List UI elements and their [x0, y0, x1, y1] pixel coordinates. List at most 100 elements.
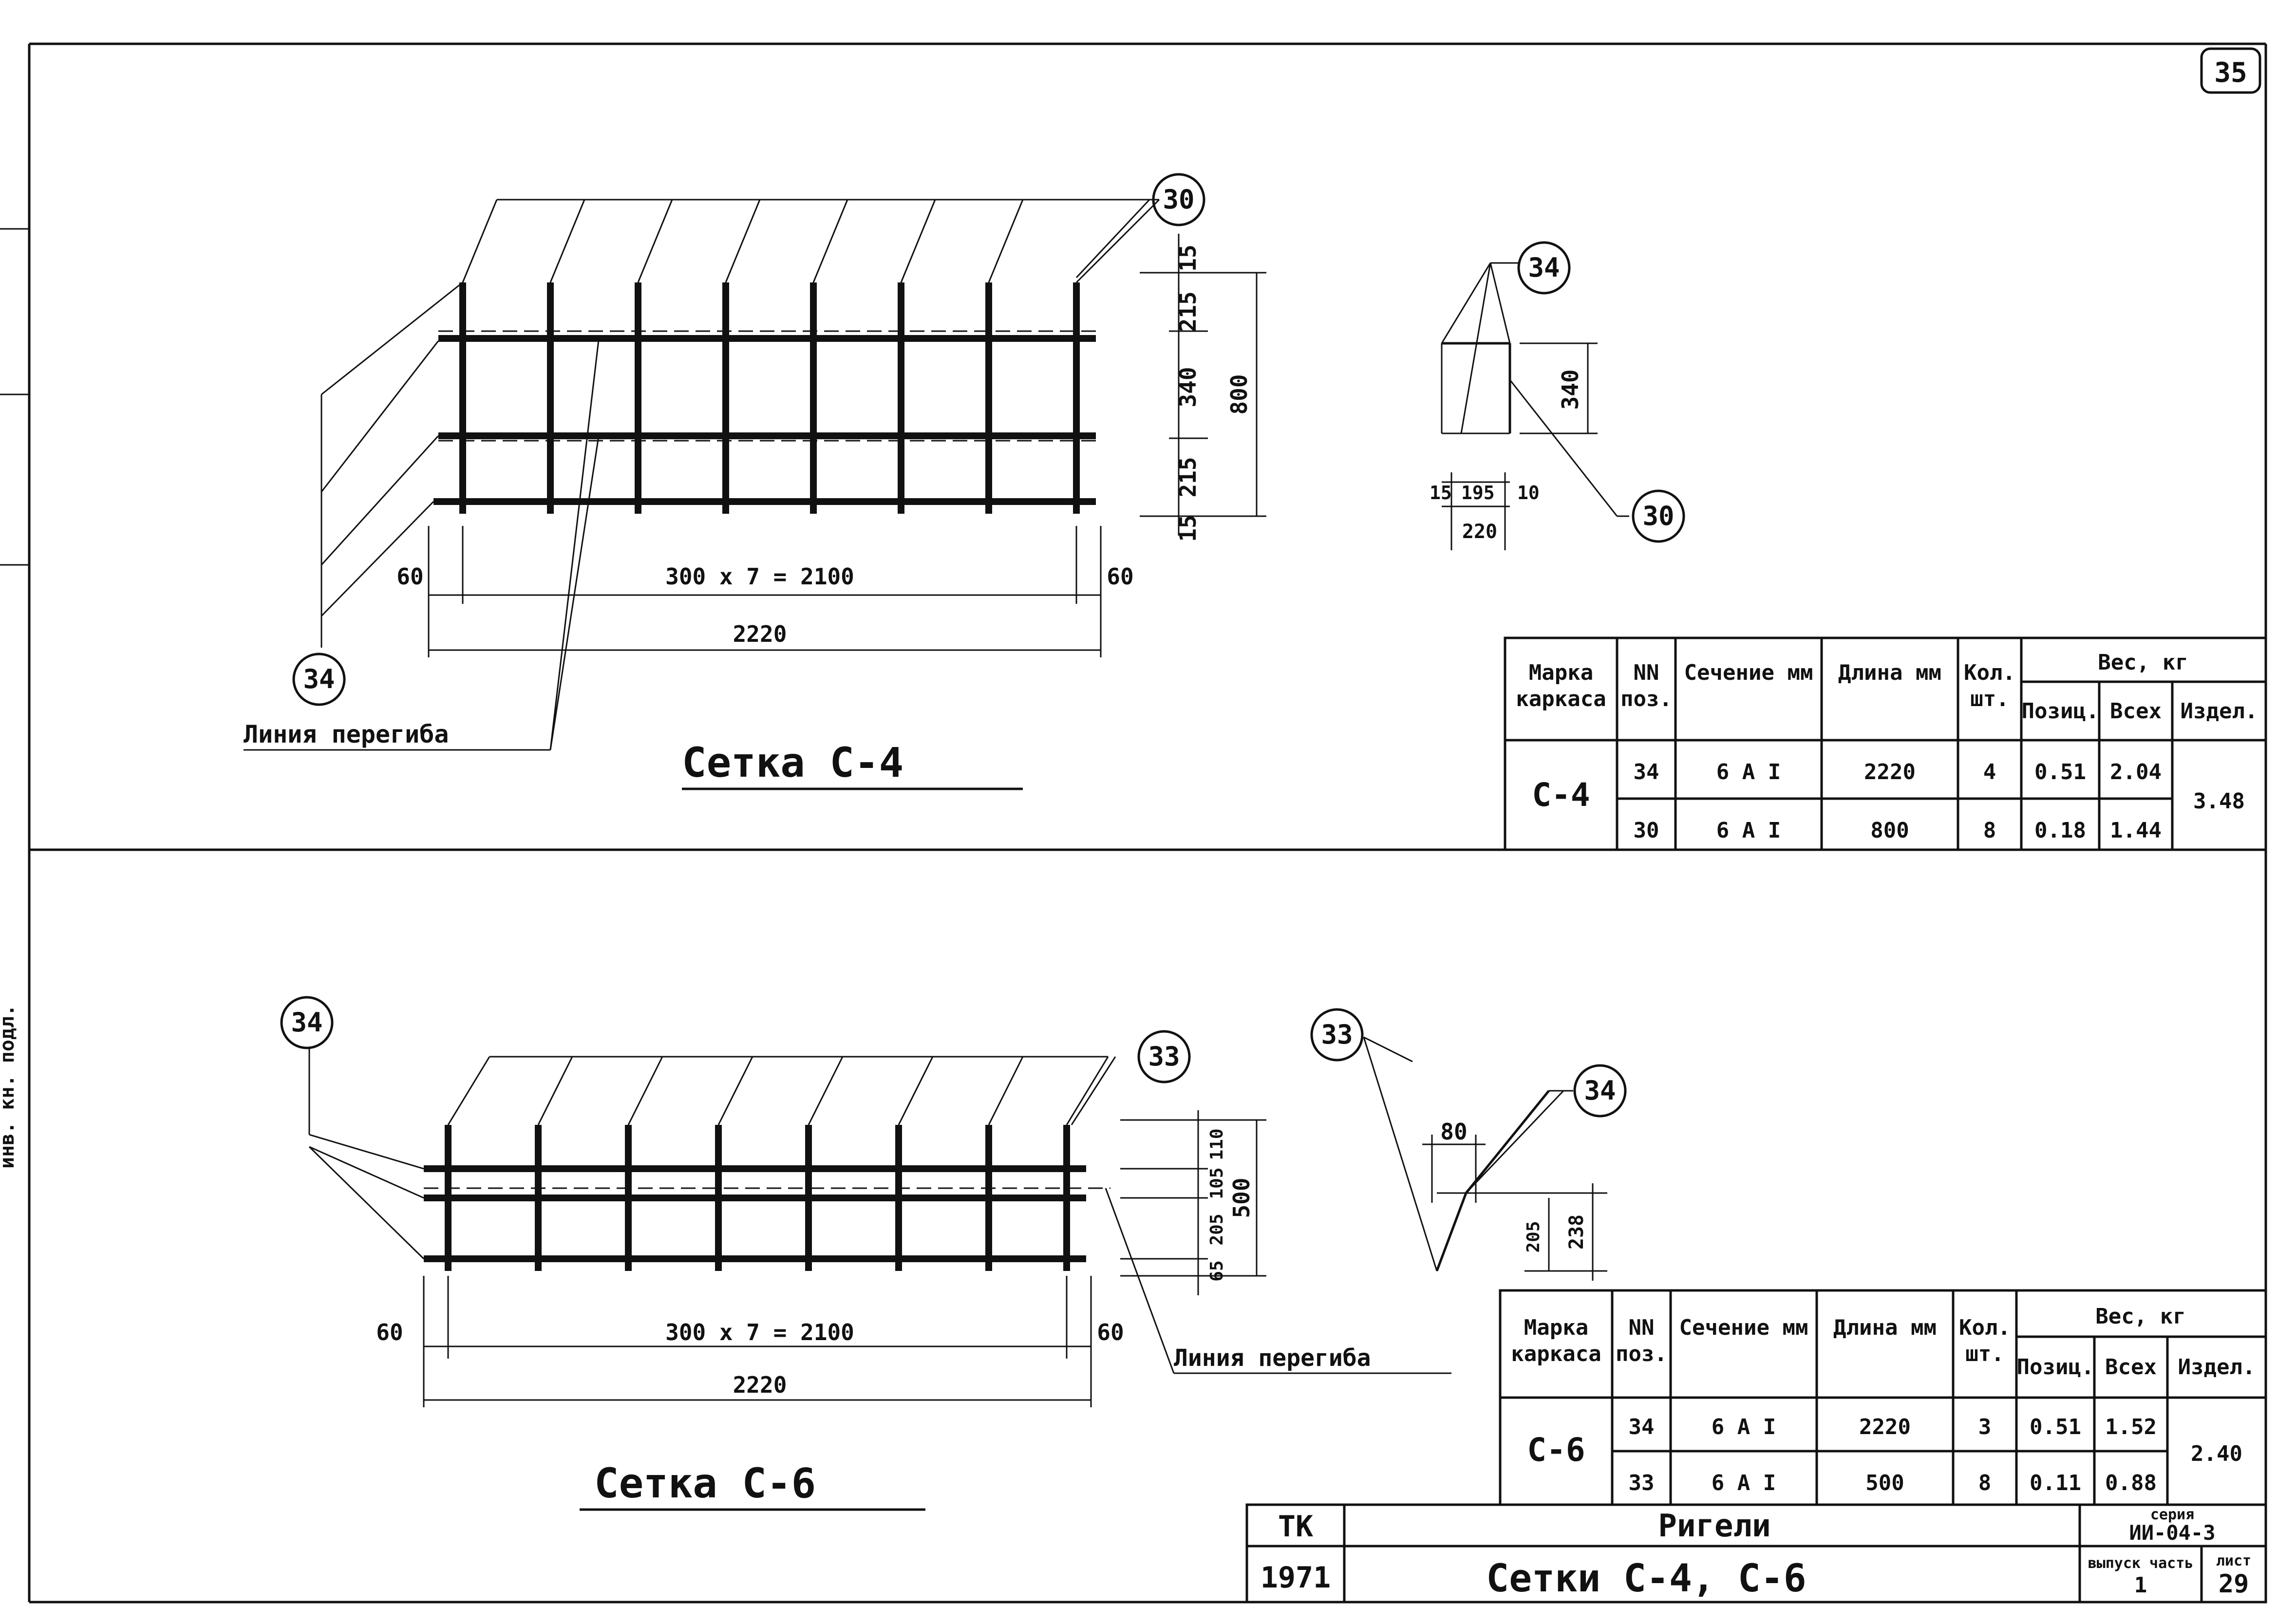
dim-sec-width: 220	[1462, 521, 1497, 543]
c4-row1-wall: 2.04	[2110, 760, 2162, 784]
c6-dim-sec-v: 205	[1524, 1221, 1543, 1252]
c6-dim-spacing: 300 х 7 = 2100	[665, 1319, 854, 1345]
callout-c6-34: 34	[280, 996, 334, 1049]
tb-series: ИИ-04-3	[2129, 1521, 2215, 1545]
c4-row2-wpos: 0.18	[2034, 818, 2086, 843]
c4-row2-wall: 1.44	[2110, 818, 2162, 843]
c4-title: Сетка С-4	[682, 739, 903, 786]
callout-c6-section-34: 34	[1584, 1075, 1616, 1106]
c6-dim-total-length: 2220	[733, 1372, 787, 1398]
c6-row2-qty: 8	[1978, 1471, 1992, 1495]
th-pos: NN поз.	[1620, 660, 1672, 711]
callout-c4-30: 30	[1152, 173, 1205, 226]
callout-c6-33: 33	[1137, 1030, 1191, 1083]
th-w-all: Всех	[2110, 699, 2162, 724]
tb-drawing-title: Сетки С-4, С-6	[1486, 1557, 1806, 1601]
title-block	[1245, 1503, 2267, 1604]
dim-v-bottom: 15	[1175, 515, 1201, 541]
c4-row2-qty: 8	[1983, 818, 1996, 843]
c6-row1-wall: 1.52	[2105, 1415, 2157, 1439]
th6-qty: Кол. шт.	[1959, 1315, 2011, 1366]
c6-row1-section: 6 А I	[1712, 1415, 1776, 1439]
table-c6-grid	[1499, 1289, 2267, 1506]
c4-row1-pos: 34	[1634, 760, 1659, 784]
th-section: Сечение мм	[1684, 660, 1813, 685]
c6-row2-length: 500	[1865, 1471, 1904, 1495]
callout-c4-section-34: 34	[1528, 252, 1560, 283]
c6-dim-v-c: 205	[1207, 1213, 1227, 1245]
c4-w-item: 3.48	[2193, 789, 2245, 814]
th-length: Длина мм	[1838, 660, 1941, 685]
c6-dim-v-bottom: 65	[1207, 1260, 1227, 1281]
dim-v-top: 15	[1175, 244, 1201, 271]
th6-weight: Вес, кг	[2095, 1304, 2185, 1329]
mesh-c6-drawing	[308, 1047, 1451, 1407]
callout-c6-section-33: 33	[1321, 1019, 1353, 1050]
svg-text:33: 33	[1148, 1041, 1180, 1072]
th6-section: Сечение мм	[1679, 1315, 1808, 1340]
c6-dim-right-offset: 60	[1097, 1319, 1124, 1345]
tb-issue-label: выпуск часть	[2088, 1555, 2194, 1572]
table-c4-headers: Марка каркаса NN поз. Сечение мм Длина м…	[1516, 660, 2015, 711]
c6-row1-pos: 34	[1629, 1415, 1655, 1439]
c6-row1-wpos: 0.51	[2030, 1415, 2081, 1439]
c4-row1-section: 6 А I	[1716, 760, 1781, 784]
c4-section-view	[1441, 241, 1685, 550]
c6-row1-qty: 3	[1978, 1415, 1992, 1439]
c4-row2-pos: 30	[1634, 818, 1659, 843]
c6-row2-wall: 0.88	[2105, 1471, 2157, 1495]
side-caption: инв. кн. подл.	[0, 1005, 19, 1169]
sheet-number-badge: 35	[2200, 47, 2261, 94]
dim-v-total: 800	[1226, 374, 1252, 414]
dim-sec-w2: 195	[1461, 482, 1495, 504]
tb-year: 1971	[1261, 1561, 1331, 1595]
th6-w-item: Издел.	[2178, 1355, 2256, 1380]
table-c4-grid	[1504, 636, 2267, 851]
tb-issue: 1	[2134, 1573, 2147, 1598]
table-c6-headers: Марка каркаса NN поз. Сечение мм Длина м…	[1511, 1315, 2011, 1366]
th6-mark: Марка каркаса	[1511, 1315, 1601, 1366]
sheet-number: 35	[2214, 57, 2247, 89]
dim-v-b: 215	[1175, 457, 1201, 497]
callout-c4-section-30: 30	[1642, 501, 1674, 531]
th-w-item: Издел.	[2181, 699, 2258, 724]
c6-bend-line-label: Линия перегиба	[1174, 1344, 1371, 1372]
th6-w-all: Всех	[2105, 1355, 2157, 1380]
callout-c4-34: 34	[292, 653, 346, 706]
dim-sec-w3: 10	[1517, 482, 1540, 504]
c6-dim-left-offset: 60	[376, 1319, 403, 1345]
c6-row2-pos: 33	[1629, 1471, 1655, 1495]
c6-w-item: 2.40	[2191, 1441, 2242, 1466]
mesh-c4-drawing	[244, 199, 1266, 751]
svg-text:34: 34	[291, 1007, 322, 1038]
c4-row1-qty: 4	[1983, 760, 1996, 784]
dim-right-offset: 60	[1107, 563, 1133, 590]
th6-pos: NN поз.	[1616, 1315, 1667, 1366]
c6-dim-sec-top: 80	[1440, 1119, 1467, 1145]
dim-v-mid: 340	[1175, 367, 1201, 407]
svg-text:34: 34	[303, 664, 335, 694]
c6-dim-v-a: 110	[1207, 1128, 1227, 1160]
dim-spacing: 300 х 7 = 2100	[665, 563, 854, 590]
dim-v-a: 215	[1175, 291, 1201, 332]
tb-series-label: серия	[2150, 1506, 2194, 1523]
th-qty: Кол. шт.	[1964, 660, 2015, 711]
dim-sec-height: 340	[1557, 369, 1583, 410]
th6-length: Длина мм	[1833, 1315, 1937, 1340]
c6-dim-sec-total: 238	[1565, 1214, 1588, 1250]
tb-org: ТК	[1278, 1510, 1313, 1544]
c6-row2-wpos: 0.11	[2030, 1471, 2081, 1495]
dim-total-length: 2220	[733, 621, 787, 647]
c6-row2-section: 6 А I	[1712, 1471, 1776, 1495]
c6-title: Сетка С-6	[594, 1459, 816, 1507]
c6-row1-length: 2220	[1859, 1415, 1911, 1439]
th-weight: Вес, кг	[2098, 650, 2188, 675]
cross-bars	[459, 282, 1080, 514]
c4-mark: С-4	[1532, 776, 1590, 814]
tb-sheet-label: лист	[2216, 1552, 2251, 1569]
c6-dim-v-b: 105	[1207, 1167, 1227, 1199]
c6-section-view	[1310, 1008, 1627, 1281]
dim-sec-w1: 15	[1430, 482, 1452, 504]
svg-text:30: 30	[1163, 184, 1194, 215]
